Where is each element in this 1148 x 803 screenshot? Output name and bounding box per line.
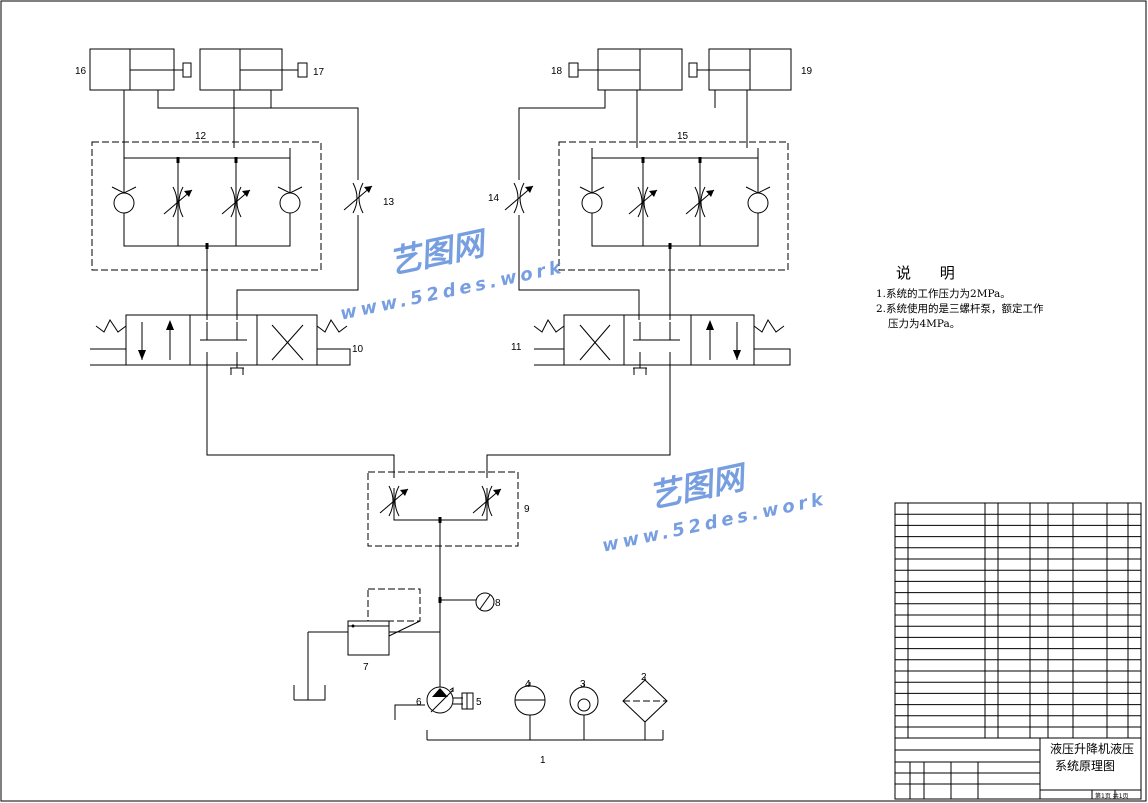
- throttle-valve-1: [163, 186, 193, 218]
- label-13: 13: [383, 197, 395, 208]
- label-19: 19: [801, 66, 813, 77]
- check-valve-3: [581, 192, 603, 214]
- motor-5: [453, 692, 474, 710]
- title-block: 液压升降机液压 系统原理图 第1页 共1页: [894, 502, 1142, 800]
- label-2: 2: [641, 672, 647, 683]
- notes-line-1: 1.系统的工作压力为2MPa。: [876, 288, 1011, 300]
- notes-line-3: 压力为4MPa。: [888, 318, 961, 330]
- valve-block-15: [558, 141, 789, 271]
- flow-block-9: [367, 471, 519, 547]
- label-11: 11: [511, 342, 522, 353]
- meter-3: [569, 683, 599, 716]
- cylinder-18: [568, 48, 683, 91]
- drawing-title-line1: 液压升降机液压: [1050, 741, 1134, 756]
- junction-2: [234, 157, 238, 163]
- label-7: 7: [363, 662, 369, 673]
- pressure-gauge-8: [475, 592, 495, 612]
- notes-line-2: 2.系统使用的是三螺杆泵，额定工作: [876, 303, 1044, 315]
- junction-5: [205, 243, 209, 249]
- label-6: 6: [416, 697, 422, 708]
- notes-title: 说 明: [896, 264, 967, 282]
- throttle-valve-5: [343, 182, 373, 214]
- label-1: 1: [540, 755, 546, 766]
- label-14: 14: [488, 193, 500, 204]
- label-10: 10: [352, 344, 364, 355]
- notes-panel: 说 明 1.系统的工作压力为2MPa。 2.系统使用的是三螺杆泵，额定工作 压力…: [876, 262, 1066, 332]
- throttle-valve-7: [379, 485, 409, 517]
- label-15: 15: [677, 131, 689, 142]
- valve-block-12-internals: [123, 148, 291, 270]
- junction-7: [438, 517, 442, 523]
- throttle-valve-2: [221, 186, 251, 218]
- junction-4: [698, 157, 702, 163]
- label-8: 8: [495, 598, 501, 609]
- check-valve-4-seat: [745, 186, 771, 194]
- directional-valve-10: [90, 314, 351, 375]
- main-piping: [206, 365, 671, 741]
- check-valve-2-seat: [277, 186, 303, 194]
- throttle-valve-8: [472, 485, 502, 517]
- label-4: 4: [525, 679, 531, 690]
- cylinder-16: [89, 48, 192, 91]
- junction-8: [438, 597, 442, 603]
- cylinder-17: [199, 48, 308, 91]
- cylinder-19: [688, 48, 792, 91]
- junction-1: [176, 157, 180, 163]
- check-valve-1: [113, 192, 135, 214]
- filter-2: [622, 677, 668, 723]
- component-labels: 1 2 3 4 5 6 7 8 9 10 11 12 13 14 15 16 1…: [75, 66, 813, 766]
- left-cylinder-piping: [123, 90, 359, 320]
- label-18: 18: [551, 66, 563, 77]
- sheet-info: 第1页 共1页: [1095, 792, 1129, 800]
- directional-valve-11: [533, 314, 791, 375]
- right-cylinder-piping: [518, 90, 748, 320]
- drawing-title-line2: 系统原理图: [1055, 759, 1115, 773]
- label-16: 16: [75, 66, 87, 77]
- relief-valve-7: [347, 588, 421, 656]
- label-3: 3: [580, 679, 586, 690]
- label-17: 17: [313, 67, 325, 78]
- accumulator-4: [514, 682, 546, 716]
- pump-6: [426, 686, 454, 714]
- junction-6: [668, 243, 672, 249]
- throttle-valve-4: [685, 186, 715, 218]
- check-valve-2: [279, 192, 301, 214]
- label-12: 12: [195, 131, 207, 142]
- check-valve-3-seat: [579, 186, 605, 194]
- check-valve-4: [747, 192, 769, 214]
- valve-block-15-internals: [591, 148, 759, 270]
- throttle-valve-6: [504, 182, 534, 214]
- junction-3: [641, 157, 645, 163]
- check-valve-1-seat: [111, 186, 137, 194]
- label-9: 9: [524, 504, 530, 515]
- throttle-valve-3: [628, 186, 658, 218]
- label-5: 5: [476, 697, 482, 708]
